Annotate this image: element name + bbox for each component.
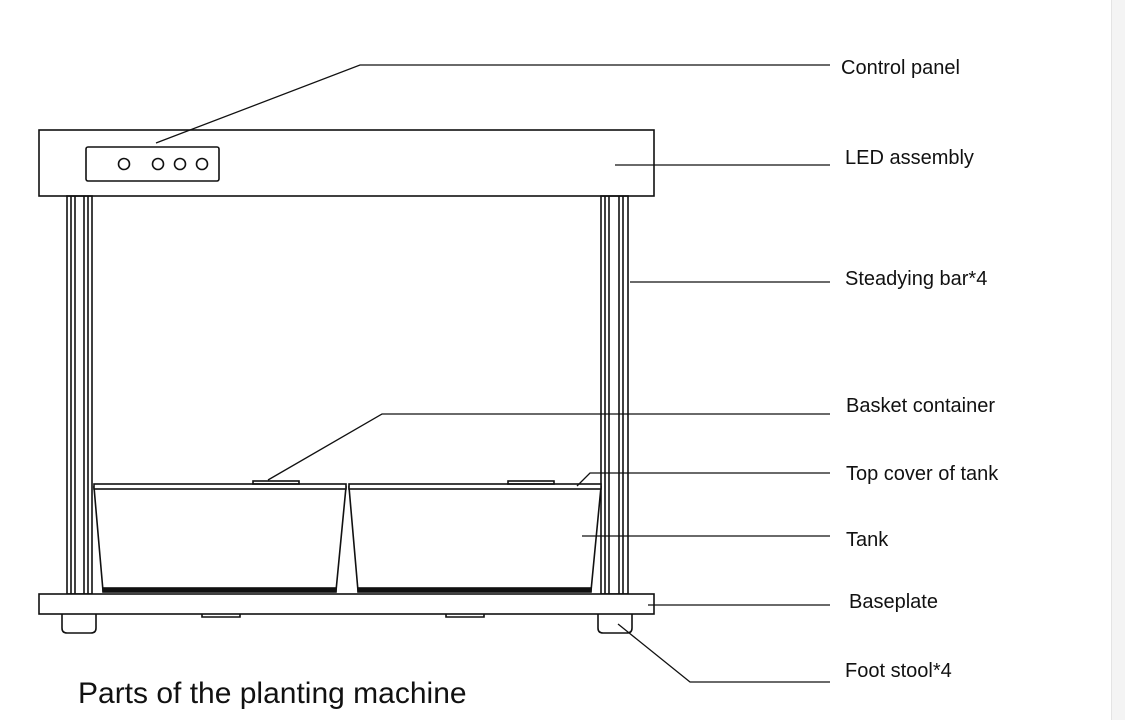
control-button (195, 157, 209, 171)
label-tank: Tank (846, 529, 889, 551)
foot-stool (597, 614, 633, 634)
baseplate (38, 593, 655, 615)
label-led-assembly: LED assembly (845, 147, 974, 169)
top-cover-left (93, 483, 347, 490)
steadying-bar-left (66, 195, 93, 595)
tank-bottom (102, 587, 337, 593)
control-button (151, 157, 165, 171)
label-top-cover: Top cover of tank (846, 463, 999, 485)
leader-control-panel (155, 64, 830, 144)
foot-stool (61, 614, 97, 634)
leader-foot-stool (617, 623, 830, 683)
diagram-caption: Parts of the planting machine (78, 677, 467, 710)
label-foot-stool: Foot stool*4 (845, 660, 952, 682)
leader-top-cover (576, 472, 830, 487)
label-basket-container: Basket container (846, 395, 995, 417)
leader-basket-container (267, 413, 830, 481)
label-steadying-bar: Steadying bar*4 (845, 268, 988, 290)
control-button (117, 157, 131, 171)
label-control-panel: Control panel (841, 57, 960, 79)
steadying-bar-right (600, 195, 629, 595)
control-panel (85, 146, 220, 182)
foot-stool-small (201, 614, 241, 618)
foot-stool-small (445, 614, 485, 618)
top-cover-right (348, 483, 602, 490)
tank-left (93, 486, 347, 592)
tank-right (348, 486, 602, 592)
control-button (173, 157, 187, 171)
right-edge-strip (1111, 0, 1125, 720)
tank-bottom (357, 587, 592, 593)
basket-container-nub (252, 480, 300, 485)
label-baseplate: Baseplate (849, 591, 938, 613)
led-assembly (38, 129, 655, 197)
basket-container-nub (507, 480, 555, 485)
